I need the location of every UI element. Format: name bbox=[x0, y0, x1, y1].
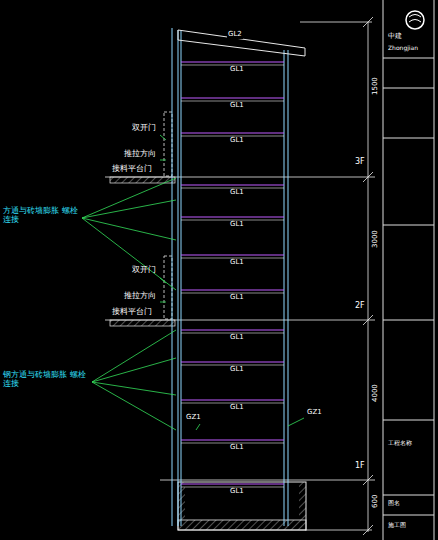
dimension: 600 bbox=[372, 495, 380, 508]
dimension: 1500 bbox=[372, 77, 380, 95]
column-tag: GZ1 bbox=[185, 414, 202, 422]
steel-beam bbox=[181, 439, 284, 440]
steel-beam bbox=[181, 132, 284, 133]
dimension: 4000 bbox=[372, 384, 380, 402]
steel-beam bbox=[181, 97, 284, 98]
door-label: 双开门 bbox=[132, 124, 156, 133]
title-block-text: 工程名称 bbox=[388, 440, 412, 447]
beam-tag: GL1 bbox=[229, 444, 245, 452]
platform-label: 接料平台门 bbox=[112, 308, 152, 317]
beam-tag: GL1 bbox=[229, 189, 245, 197]
connection-note: 钢方通与砖墙膨胀 螺栓连接 bbox=[3, 371, 89, 389]
steel-beam bbox=[181, 184, 284, 185]
beam-tag: GL1 bbox=[229, 488, 245, 496]
column-tag: GZ1 bbox=[306, 409, 323, 417]
connection-note: 方通与砖墙膨胀 螺栓连接 bbox=[3, 207, 79, 225]
floor-level: 3F bbox=[354, 158, 366, 167]
steel-beam bbox=[181, 483, 284, 484]
steel-beam bbox=[181, 254, 284, 255]
beam-tag: GL1 bbox=[229, 404, 245, 412]
beam-tag: GL1 bbox=[229, 66, 245, 74]
platform-label: 接料平台门 bbox=[112, 165, 152, 174]
steel-beam bbox=[181, 216, 284, 217]
direction-label: 推拉方向 bbox=[124, 150, 156, 159]
direction-label: 推拉方向 bbox=[124, 292, 156, 301]
beam-tag: GL1 bbox=[229, 221, 245, 229]
steel-beam bbox=[181, 399, 284, 400]
beam-tag: GL1 bbox=[229, 334, 245, 342]
beam-tag: GL2 bbox=[227, 31, 243, 39]
beam-tag: GL1 bbox=[229, 259, 245, 267]
steel-beam bbox=[181, 61, 284, 62]
title-block-text: Zhongjian bbox=[388, 45, 418, 52]
title-block-text: 中建 bbox=[388, 33, 402, 41]
title-block-text: 图名 bbox=[388, 500, 400, 507]
floor-level: 1F bbox=[354, 462, 366, 471]
steel-beam bbox=[181, 329, 284, 330]
floor-level: 2F bbox=[354, 302, 366, 311]
beam-tag: GL1 bbox=[229, 102, 245, 110]
dimension: 3000 bbox=[372, 230, 380, 248]
beam-tag: GL1 bbox=[229, 294, 245, 302]
beam-tag: GL1 bbox=[229, 137, 245, 145]
beam-tag: GL1 bbox=[229, 366, 245, 374]
door-label: 双开门 bbox=[132, 266, 156, 275]
steel-beam bbox=[181, 289, 284, 290]
steel-beam bbox=[181, 361, 284, 362]
title-block-text: 施工图 bbox=[388, 522, 406, 529]
